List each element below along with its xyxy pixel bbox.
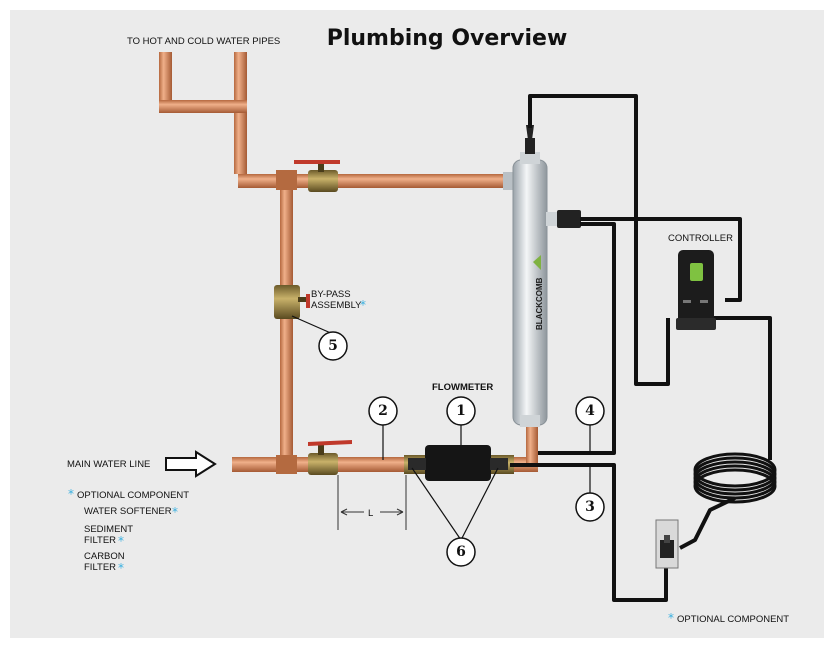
main-water-line-label: MAIN WATER LINE bbox=[67, 459, 150, 470]
optional-component-label: OPTIONAL COMPONENT bbox=[77, 490, 189, 501]
wall-outlet bbox=[655, 519, 679, 569]
svg-text:5: 5 bbox=[328, 338, 338, 354]
svg-text:1: 1 bbox=[456, 403, 466, 419]
water-softener-label: WATER SOFTENER bbox=[84, 506, 172, 517]
dimension-label: L bbox=[368, 508, 373, 519]
dimension-marker bbox=[337, 475, 407, 530]
flowmeter-label: FLOWMETER bbox=[432, 382, 493, 393]
callout-6: 6 bbox=[446, 537, 476, 567]
star-icon: * bbox=[668, 611, 674, 625]
callout-3: 3 bbox=[575, 492, 605, 522]
carbon-label-1: CARBON bbox=[84, 551, 125, 562]
star-icon: * bbox=[118, 534, 124, 548]
hot-cold-label: TO HOT AND COLD WATER PIPES bbox=[127, 36, 280, 47]
svg-text:4: 4 bbox=[585, 403, 595, 419]
carbon-label-2: FILTER bbox=[84, 562, 116, 573]
electrical-cables bbox=[510, 94, 772, 602]
brand-label: BLACKCOMB bbox=[535, 277, 544, 330]
page-title: Plumbing Overview bbox=[327, 26, 568, 51]
svg-text:6: 6 bbox=[456, 544, 466, 560]
star-icon: * bbox=[360, 298, 366, 312]
inflow-arrow bbox=[165, 450, 217, 478]
callout-4: 4 bbox=[575, 396, 605, 426]
controller-unit: CONTROLLER bbox=[668, 233, 733, 330]
controller-label: CONTROLLER bbox=[668, 233, 733, 244]
svg-text:3: 3 bbox=[585, 499, 595, 515]
bypass-valve bbox=[274, 285, 310, 319]
power-cord-coil bbox=[693, 452, 777, 504]
sediment-label-1: SEDIMENT bbox=[84, 524, 133, 535]
bypass-label-2: ASSEMBLY bbox=[311, 300, 362, 311]
callout-leaders bbox=[291, 315, 591, 541]
upper-valve bbox=[294, 160, 340, 192]
callout-1: 1 bbox=[446, 396, 476, 426]
svg-text:2: 2 bbox=[378, 403, 388, 419]
bypass-label-1: BY-PASS bbox=[311, 289, 351, 300]
callout-5: 5 bbox=[318, 331, 348, 361]
optional-component-bottom-label: OPTIONAL COMPONENT bbox=[677, 614, 789, 625]
star-icon: * bbox=[172, 505, 178, 519]
sediment-label-2: FILTER bbox=[84, 535, 116, 546]
optional-legend: * OPTIONAL COMPONENT WATER SOFTENER * SE… bbox=[68, 487, 189, 575]
star-icon: * bbox=[68, 487, 74, 501]
lower-valve bbox=[308, 440, 352, 475]
star-icon: * bbox=[118, 561, 124, 575]
uv-chamber: BLACKCOMB bbox=[503, 125, 581, 427]
callout-2: 2 bbox=[368, 396, 398, 426]
flowmeter: FLOWMETER bbox=[408, 382, 508, 481]
